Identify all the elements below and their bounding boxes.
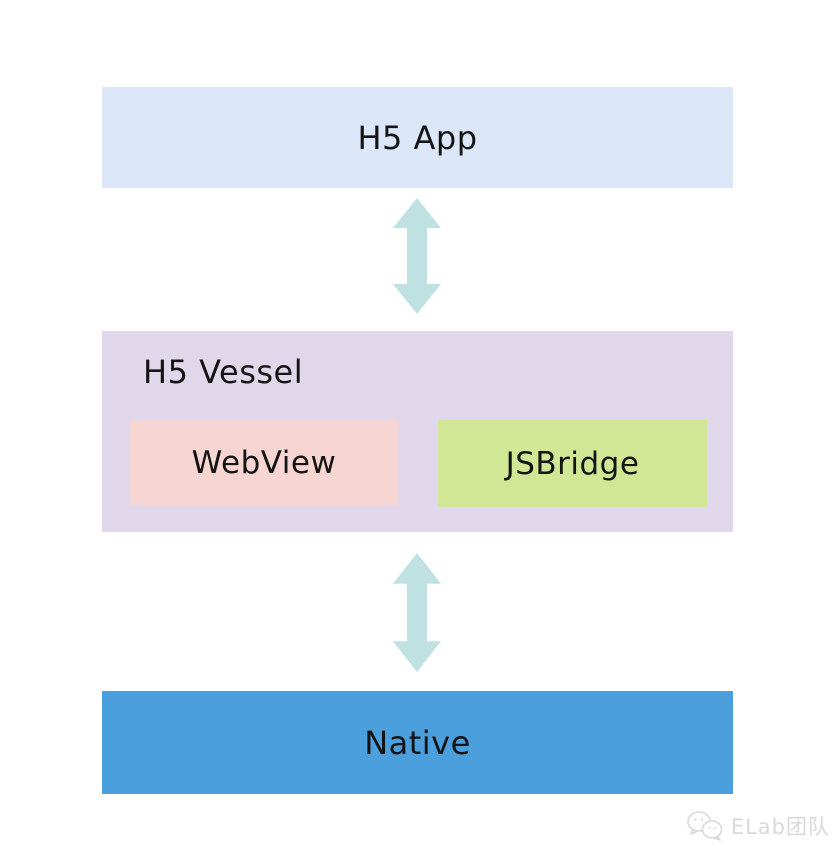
layer-h5-app: H5 App [102, 87, 733, 188]
layer-h5-vessel: H5 Vessel WebView JSBridge [102, 331, 733, 532]
h5-app-label: H5 App [357, 118, 478, 157]
layer-native: Native [102, 691, 733, 794]
jsbridge-box: JSBridge [438, 420, 707, 507]
watermark: ELab团队 [686, 810, 830, 842]
h5-vessel-label: H5 Vessel [143, 353, 304, 391]
watermark-text: ELab团队 [730, 815, 830, 839]
native-label: Native [364, 723, 471, 762]
bidirectional-arrow-icon [393, 553, 441, 672]
bidirectional-arrow-icon [393, 198, 441, 314]
webview-label: WebView [191, 444, 337, 481]
jsbridge-label: JSBridge [505, 445, 640, 482]
wechat-logo-icon [687, 811, 723, 841]
webview-box: WebView [130, 420, 398, 505]
